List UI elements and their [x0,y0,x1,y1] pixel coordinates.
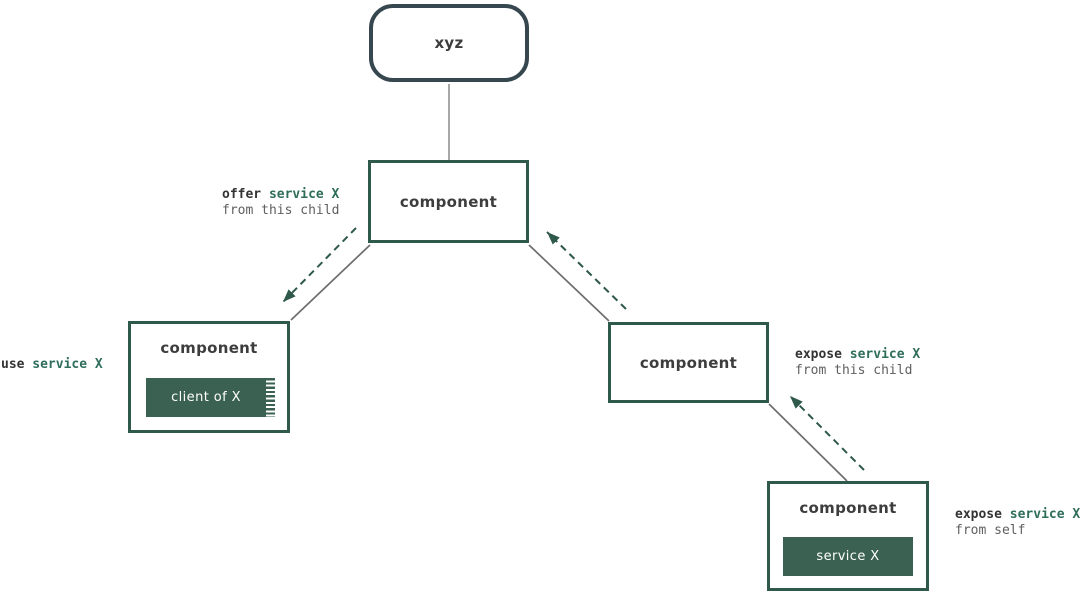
node-component-left-label: component [160,339,258,357]
annotation-offer-line1: offer service X [222,187,339,203]
annotation-use-service: use service X [1,357,103,373]
annotation-expose-self-object: service X [1009,507,1081,522]
node-component-bottom: component service X [767,481,929,591]
node-component-bottom-label: component [799,499,897,517]
node-component-right-label: component [639,353,738,372]
expose-service-self-arrow [789,395,865,471]
annotation-use-line1: use service X [1,357,103,373]
annotation-expose-self-verb: expose [955,507,1002,522]
annotation-offer-service: offer service X from this child [222,187,339,219]
node-component-right: component [608,322,769,403]
node-component-parent-label: component [399,192,498,211]
required-interface-comb-icon [266,378,275,417]
annotation-use-object: service X [32,357,103,372]
annotation-use-verb: use [1,357,25,372]
annotation-offer-verb: offer [222,187,262,202]
annotation-expose-service-self: expose service X from self [955,507,1080,539]
node-component-parent: component [368,160,529,243]
service-x-box: service X [783,537,913,576]
service-x-label: service X [816,549,880,564]
annotation-expose-self-detail: from self [955,523,1026,538]
node-xyz: xyz [369,4,529,82]
offer-service-arrow [282,227,357,303]
expose-service-child-arrow [546,231,627,310]
edge-right-child-to-bottom-child [768,403,848,482]
node-xyz-label: xyz [434,34,464,52]
annotation-offer-detail: from this child [222,203,340,218]
node-component-left: component client of X [128,321,290,433]
client-of-x-box: client of X [146,378,275,417]
annotation-expose-child-object: service X [849,347,921,362]
annotation-offer-object: service X [268,187,340,202]
client-of-x-label: client of X [171,390,241,405]
annotation-expose-child-line1: expose service X [795,347,920,363]
edge-parent-to-right-child [528,244,610,322]
annotation-expose-service-child: expose service X from this child [795,347,920,379]
annotation-expose-self-line1: expose service X [955,507,1080,523]
annotation-expose-child-detail: from this child [795,363,913,378]
edge-parent-to-left-child [290,244,371,321]
annotation-expose-child-verb: expose [795,347,842,362]
